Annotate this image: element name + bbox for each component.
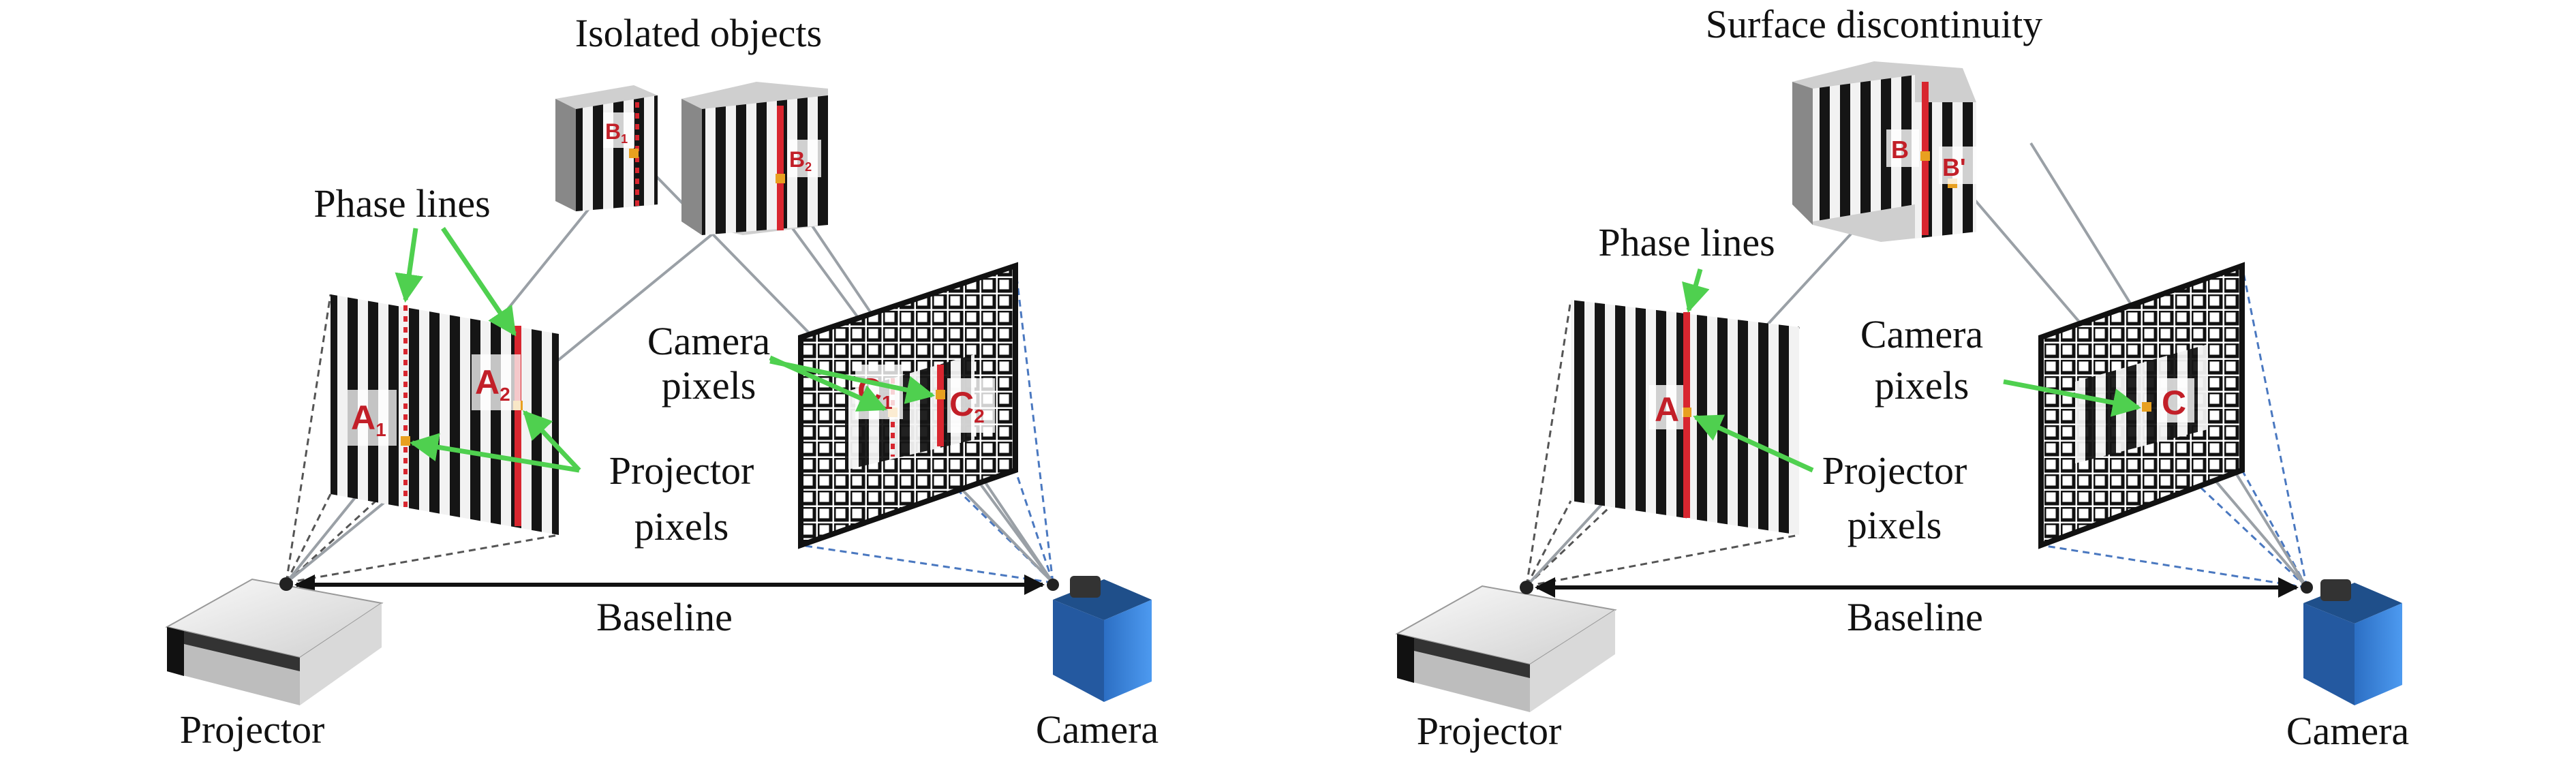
projected-fringe-pattern: A bbox=[1571, 300, 1799, 535]
projector-label: Projector bbox=[1417, 709, 1562, 753]
isolated-object-2: B2 bbox=[681, 82, 828, 235]
point-a-label: A bbox=[1655, 390, 1679, 429]
projector-device bbox=[1397, 581, 1615, 712]
point-b-label: B bbox=[1891, 136, 1909, 164]
projector-pixels-label-line1: Projector bbox=[609, 448, 754, 493]
phase-lines-label: Phase lines bbox=[1598, 220, 1775, 264]
camera-pixel-c2 bbox=[936, 390, 945, 399]
camera-label: Camera bbox=[2286, 709, 2409, 753]
camera-pixels-label-line1: Camera bbox=[1860, 312, 1983, 356]
projector-pixel-a1 bbox=[401, 436, 410, 446]
panel-title: Isolated objects bbox=[575, 11, 822, 55]
stepped-object: B B' bbox=[1792, 61, 1978, 242]
camera-sensor-grid: C1 C2 bbox=[801, 266, 1015, 545]
isolated-object-1: B1 bbox=[555, 85, 658, 211]
panel-isolated-objects: A1 A2 C1 C2 B1 bbox=[167, 11, 1159, 752]
camera-pixel-c bbox=[2142, 402, 2151, 412]
projector-device bbox=[167, 577, 382, 705]
camera-pixels-label-line2: pixels bbox=[662, 363, 756, 408]
panel-title: Surface discontinuity bbox=[1706, 2, 2043, 46]
camera-pixels-label-line1: Camera bbox=[647, 319, 770, 363]
camera-pixels-label-line2: pixels bbox=[1875, 363, 1969, 408]
projector-pixels-label-line1: Projector bbox=[1822, 448, 1967, 493]
phase-lines-label: Phase lines bbox=[313, 181, 490, 226]
camera-label: Camera bbox=[1036, 707, 1159, 752]
projector-pixels-label-line2: pixels bbox=[634, 504, 729, 549]
projector-pixels-label-line2: pixels bbox=[1847, 503, 1942, 547]
projector-label: Projector bbox=[180, 707, 325, 752]
point-c-label: C bbox=[2162, 384, 2186, 422]
baseline-label: Baseline bbox=[1847, 595, 1983, 639]
panel-surface-discontinuity: A C B B' Baseline bbox=[1397, 2, 2409, 753]
projector-pixel-a bbox=[1682, 408, 1691, 417]
point-b-prime-label: B' bbox=[1942, 153, 1966, 181]
camera-device bbox=[1047, 576, 1152, 702]
camera-sensor-grid: C bbox=[2041, 266, 2242, 545]
camera-device bbox=[2301, 579, 2402, 705]
baseline-label: Baseline bbox=[596, 595, 733, 639]
